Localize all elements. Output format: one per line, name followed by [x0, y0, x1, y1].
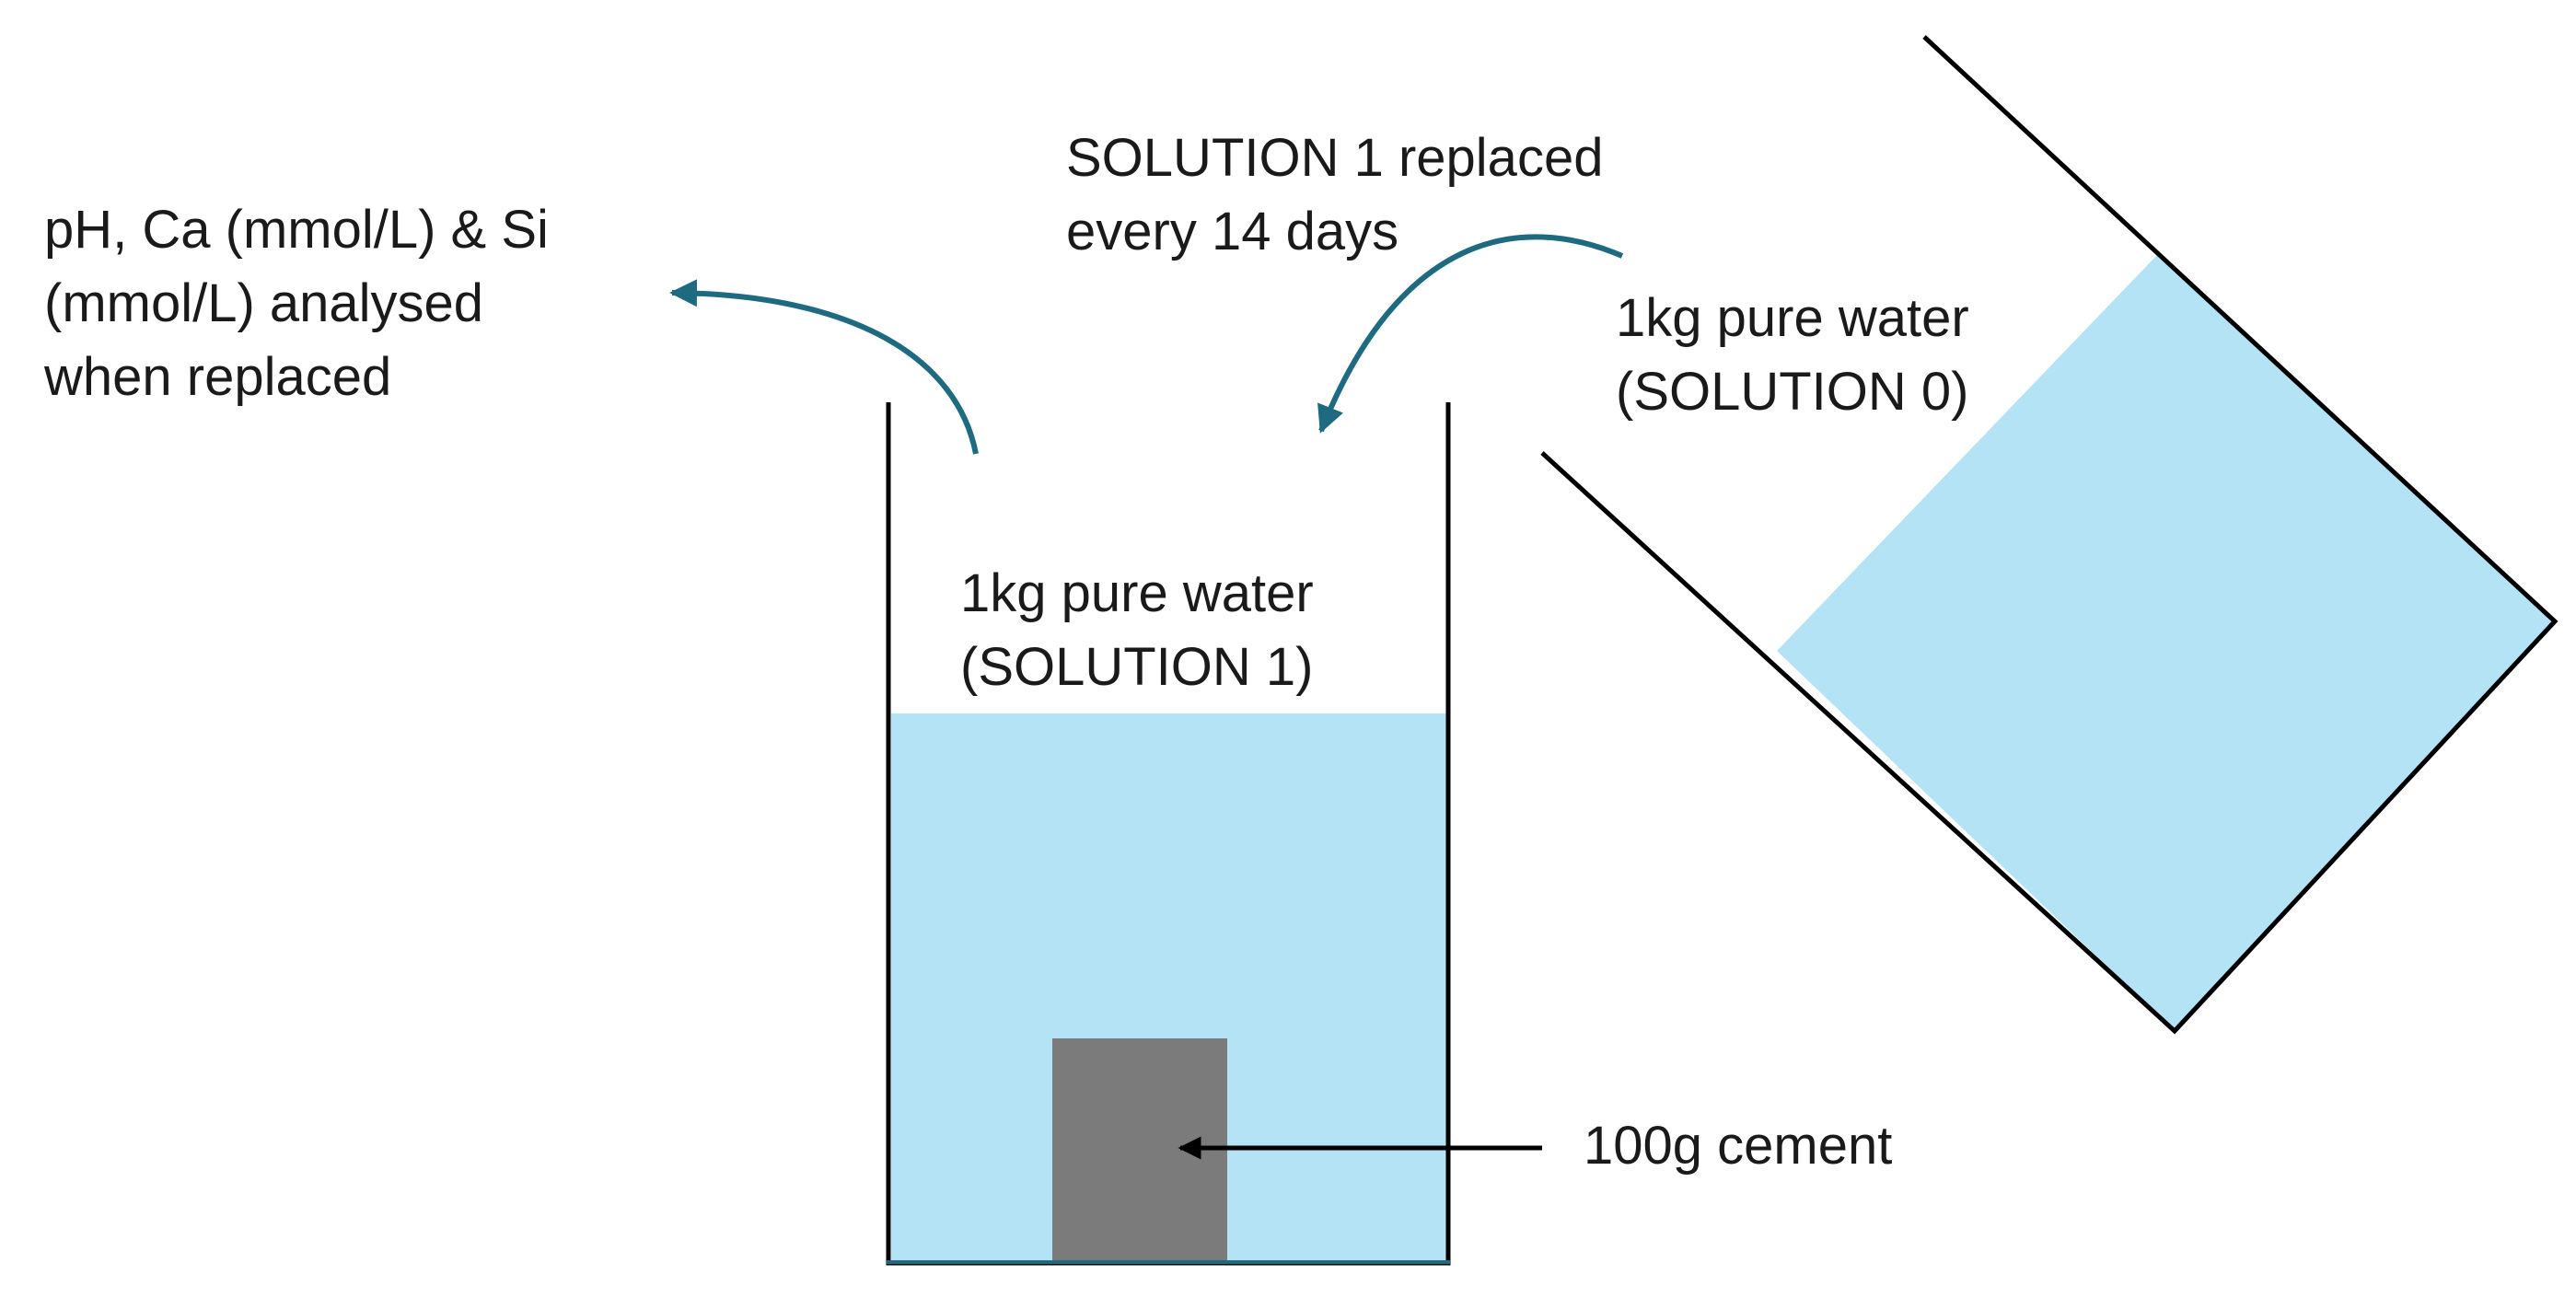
- tilted-container-outline: [1540, 35, 2559, 1035]
- cement-block: [1052, 1038, 1227, 1263]
- cement-label: 100g cement: [1584, 1116, 1893, 1176]
- solution-0-label: 1kg pure water (SOLUTION 0): [1616, 288, 1969, 422]
- tilted-container: [1540, 35, 2559, 1035]
- solution-0-water: [1777, 253, 2555, 1031]
- solution-1-label: 1kg pure water (SOLUTION 1): [960, 563, 1314, 697]
- replacement-arrow: [1317, 234, 1624, 434]
- analysis-arrow: [669, 279, 979, 455]
- replacement-label: SOLUTION 1 replaced every 14 days: [1066, 128, 1604, 261]
- beaker: [886, 402, 1451, 1266]
- analysis-label: pH, Ca (mmol/L) & Si (mmol/L) analysed w…: [44, 200, 549, 407]
